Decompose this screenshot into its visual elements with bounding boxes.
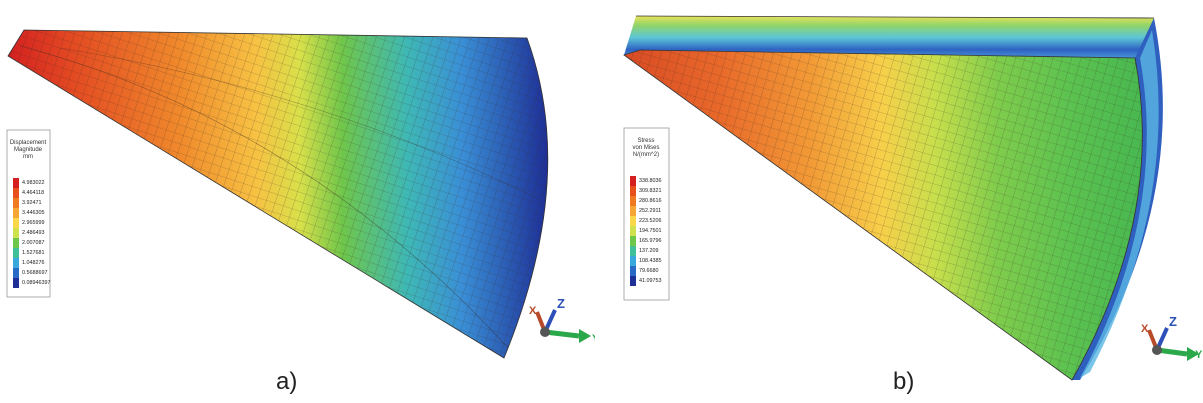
legend-color-swatch: [630, 246, 636, 256]
axis-y-label: Y: [1195, 349, 1203, 361]
legend-color-swatch: [630, 176, 636, 186]
legend-value: 252.2911: [639, 208, 661, 214]
legend-color-swatch: [13, 248, 19, 258]
legend-value: 223.5206: [639, 218, 661, 224]
legend-value: 79.6680: [639, 268, 659, 274]
legend-color-swatch: [630, 186, 636, 196]
legend-a: Displacement Magnitude mm 4.983022 4.464…: [6, 129, 50, 298]
legend-color-swatch: [13, 258, 19, 268]
axis-z-label: Z: [557, 296, 565, 311]
legend-value: 165.9796: [639, 238, 661, 244]
legend-color-swatch: [13, 218, 19, 228]
legend-color-swatch: [13, 188, 19, 198]
legend-title-line: Stress: [637, 138, 654, 144]
legend-title-line: Magnitude: [14, 147, 43, 153]
panel-a-displacement: Displacement Magnitude mm 4.983022 4.464…: [0, 0, 595, 403]
legend-color-swatch: [13, 278, 19, 288]
legend-value: 0.5688697: [22, 270, 47, 276]
legend-value: 309.8321: [639, 188, 661, 194]
legend-color-swatch: [13, 198, 19, 208]
legend-color-swatch: [13, 208, 19, 218]
legend-value: 2.486493: [22, 230, 44, 236]
axis-x-label: X: [529, 305, 537, 317]
axis-triad-a: Z X Y: [529, 296, 595, 345]
legend-value: 338.8036: [639, 178, 661, 184]
legend-color-swatch: [630, 196, 636, 206]
legend-value: 3.92471: [22, 200, 42, 206]
mesh-shape-a: [7, 29, 549, 359]
legend-title-line: mm: [23, 154, 33, 160]
legend-color-swatch: [630, 276, 636, 286]
axis-y-label: Y: [592, 333, 595, 345]
legend-title-line: N/(mm^2): [633, 152, 659, 158]
panel-b-stress: Stress von Mises N/(mm^2) 338.8036 309.8…: [620, 0, 1203, 403]
axis-z-label: Z: [1169, 314, 1177, 329]
legend-value: 4.983022: [22, 180, 44, 186]
legend-title-line: von Mises: [632, 145, 659, 151]
legend-value: 41.09753: [639, 278, 661, 284]
legend-value: 280.8616: [639, 198, 661, 204]
legend-value: 1.527681: [22, 250, 44, 256]
legend-color-swatch: [630, 236, 636, 246]
legend-color-swatch: [630, 256, 636, 266]
legend-value: 4.464118: [22, 190, 44, 196]
legend-title-line: Displacement: [10, 140, 47, 146]
legend-value: 1.048276: [22, 260, 44, 266]
caption-b: b): [893, 368, 915, 395]
axis-triad-b: Z X Y: [1141, 314, 1203, 361]
legend-color-swatch: [13, 228, 19, 238]
legend-b: Stress von Mises N/(mm^2) 338.8036 309.8…: [623, 127, 670, 301]
legend-value: 194.7501: [639, 228, 661, 234]
mesh-shape-b: [623, 15, 1163, 381]
axis-x-label: X: [1141, 323, 1149, 335]
legend-color-swatch: [630, 206, 636, 216]
legend-value: 2.007087: [22, 240, 44, 246]
legend-value: 2.965999: [22, 220, 44, 226]
legend-value: 137.209: [639, 248, 659, 254]
legend-value: 0.08946397: [22, 280, 50, 286]
legend-color-swatch: [13, 238, 19, 248]
legend-color-swatch: [13, 268, 19, 278]
legend-color-swatch: [630, 216, 636, 226]
legend-value: 3.446305: [22, 210, 44, 216]
fe-model-displacement: Displacement Magnitude mm 4.983022 4.464…: [6, 29, 595, 359]
caption-a: a): [276, 368, 298, 395]
fe-model-stress: Stress von Mises N/(mm^2) 338.8036 309.8…: [623, 15, 1203, 381]
legend-value: 108.4385: [639, 258, 661, 264]
legend-color-swatch: [630, 226, 636, 236]
legend-color-swatch: [630, 266, 636, 276]
legend-color-swatch: [13, 178, 19, 188]
